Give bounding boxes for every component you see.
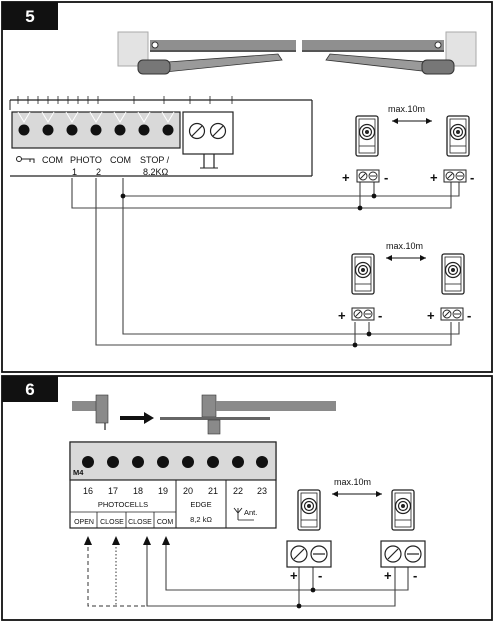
- distance-label-bottom: max.10m: [386, 241, 423, 251]
- terminal-number-1: 1: [72, 167, 77, 177]
- terminal-number-20: 20: [183, 486, 193, 496]
- terminal-block-tx-bottom: [351, 307, 375, 321]
- distance-arrow-bottom: [386, 255, 426, 261]
- minus-sign: -: [378, 308, 382, 323]
- minus-sign: -: [413, 568, 417, 583]
- terminal-number-23: 23: [257, 486, 267, 496]
- edge-label: EDGE: [190, 500, 211, 509]
- plus-sign: +: [342, 170, 350, 185]
- photocell-receiver: [391, 489, 415, 531]
- plus-sign: +: [338, 308, 346, 323]
- photocell-transmitter-bottom: [351, 253, 375, 295]
- minus-sign: -: [318, 568, 322, 583]
- terminal-label-com-2: COM: [110, 155, 131, 165]
- terminal-label-com-1: COM: [42, 155, 63, 165]
- photocell-receiver-bottom: [441, 253, 465, 295]
- distance-arrow-top: [392, 118, 432, 124]
- section-6-wiring: [84, 536, 409, 609]
- terminal-block-tx-top: [356, 169, 380, 183]
- plus-sign: +: [290, 568, 298, 583]
- section-6-number: 6: [25, 380, 34, 399]
- antenna-icon: [233, 507, 254, 521]
- gate-illustration: [117, 31, 477, 75]
- terminal-block-receiver: [380, 540, 426, 568]
- terminal-number-19: 19: [158, 486, 168, 496]
- section-6-panel: 6: [1, 375, 493, 621]
- section-5-panel: 5: [1, 1, 493, 373]
- plus-sign: +: [430, 170, 438, 185]
- control-board-terminals: [9, 96, 313, 177]
- terminal-block-rx-bottom: [440, 307, 464, 321]
- terminal-block-transmitter: [286, 540, 332, 568]
- board-label: M4: [73, 468, 84, 477]
- m4-terminal-board: [69, 441, 277, 529]
- terminal-block-rx-top: [443, 169, 467, 183]
- section-6-badge: [2, 376, 58, 402]
- minus-sign: -: [384, 170, 388, 185]
- function-label-open: OPEN: [74, 519, 94, 526]
- terminal-number-22: 22: [233, 486, 243, 496]
- stop-resistor-value: 8.2KΩ: [143, 167, 169, 177]
- minus-sign: -: [467, 308, 471, 323]
- antenna-label: Ant.: [244, 508, 257, 517]
- terminal-label-stop: STOP /: [140, 155, 170, 165]
- section-5-number: 5: [25, 7, 34, 26]
- terminal-number-16: 16: [83, 486, 93, 496]
- terminal-label-photo: PHOTO: [70, 155, 102, 165]
- terminal-number-18: 18: [133, 486, 143, 496]
- function-label-close-2: CLOSE: [128, 519, 152, 526]
- terminal-number-2: 2: [96, 167, 101, 177]
- photocell-transmitter-top: [355, 115, 379, 157]
- terminal-number-17: 17: [108, 486, 118, 496]
- photocell-receiver-top: [446, 115, 470, 157]
- function-label-com: COM: [157, 519, 174, 526]
- photocell-transmitter: [297, 489, 321, 531]
- plus-sign: +: [384, 568, 392, 583]
- photocells-label: PHOTOCELLS: [98, 500, 148, 509]
- distance-label: max.10m: [334, 477, 371, 487]
- minus-sign: -: [470, 170, 474, 185]
- sliding-gate-illustration: [72, 394, 336, 435]
- distance-arrow: [332, 491, 382, 497]
- function-label-close-1: CLOSE: [100, 519, 124, 526]
- terminal-number-21: 21: [208, 486, 218, 496]
- edge-value: 8,2 kΩ: [190, 515, 212, 524]
- distance-label-top: max.10m: [388, 104, 425, 114]
- section-5-wiring: [71, 178, 460, 348]
- plus-sign: +: [427, 308, 435, 323]
- section-5-badge: [2, 2, 58, 30]
